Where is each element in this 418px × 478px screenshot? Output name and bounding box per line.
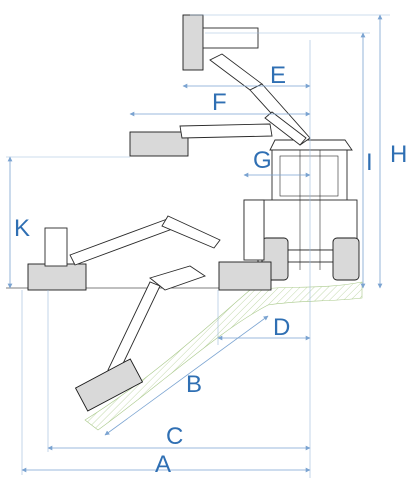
head-ground (27, 263, 87, 291)
label-B: B (186, 371, 202, 398)
label-K: K (14, 215, 30, 242)
dimension-lines (6, 14, 390, 478)
label-F: F (212, 89, 227, 116)
label-C: C (166, 423, 183, 450)
dimension-labels: H I E F G K D B C A (14, 62, 407, 478)
right-wheel (332, 237, 360, 281)
terrain (6, 281, 363, 431)
arm-ground (27, 199, 272, 291)
head-middle (129, 131, 189, 157)
label-G: G (253, 147, 272, 174)
label-E: E (270, 62, 286, 89)
label-A: A (155, 451, 171, 478)
label-H: H (390, 141, 407, 168)
cab-roof (269, 139, 353, 151)
arm-middle (129, 111, 307, 157)
head-ground-right (218, 261, 272, 291)
label-D: D (273, 314, 290, 341)
head-top (182, 14, 204, 71)
dim-line-B (104, 315, 269, 436)
label-I: I (366, 149, 373, 176)
